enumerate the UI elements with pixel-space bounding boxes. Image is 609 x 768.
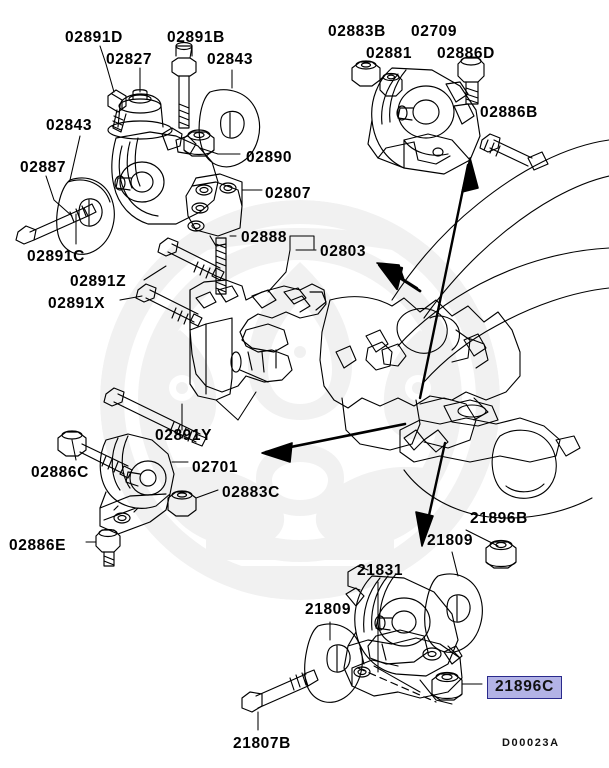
part-label: 02888 — [241, 229, 288, 246]
part-02887-plate — [67, 179, 111, 203]
part-02701-roll-stopper — [99, 433, 175, 535]
part-label: 21809 — [427, 532, 474, 549]
part-21896C-nut — [431, 671, 463, 701]
part-21896B-nut — [485, 539, 517, 569]
part-label: 21809 — [305, 601, 352, 618]
engine-block-illustration — [319, 296, 521, 451]
part-label: 02887 — [20, 159, 67, 176]
part-label: 02803 — [320, 243, 367, 260]
part-02886B-bolt — [479, 133, 549, 171]
part-02709-transmission-mount — [367, 67, 481, 175]
leader-lines — [45, 45, 499, 731]
subframe-crossmember — [399, 399, 581, 499]
part-02891X-bolt — [135, 283, 203, 327]
part-label: 02881 — [366, 45, 413, 62]
part-label: 02701 — [192, 459, 239, 476]
part-label: 21896B — [470, 510, 528, 527]
part-21809-washer-left — [304, 623, 363, 703]
part-02891Y-bolt — [103, 387, 207, 447]
diagram-code: D00023A — [502, 737, 560, 749]
part-label: 02843 — [46, 117, 93, 134]
part-02886E-bolt — [95, 528, 121, 567]
part-label: 02891X — [48, 295, 106, 312]
part-02803-mount-assembly — [189, 279, 327, 401]
part-02827-bushing — [107, 89, 173, 140]
part-label: 21807B — [233, 735, 291, 752]
part-label: 02883B — [328, 23, 386, 40]
part-02886C-bolt — [57, 430, 133, 479]
part-02886D-bolt — [457, 56, 485, 105]
part-02807-bracket — [111, 127, 243, 247]
part-label: 02843 — [207, 51, 254, 68]
part-label: 02807 — [265, 185, 312, 202]
part-label: 02709 — [411, 23, 458, 40]
part-02891Z-bolt — [157, 237, 225, 281]
part-02890-nut — [183, 129, 215, 157]
part-label: 02891Y — [155, 427, 213, 444]
part-02891C-bolt — [15, 203, 97, 245]
arrow-up-right-long — [418, 157, 479, 400]
callout-arrows — [261, 157, 479, 547]
part-02891B-bolt — [171, 41, 197, 129]
vehicle-body-outline — [391, 139, 609, 519]
part-label: 02891C — [27, 248, 85, 265]
arrow-to-engine-lower — [261, 422, 407, 463]
part-label: 02890 — [246, 149, 293, 166]
part-label: 02886D — [437, 45, 495, 62]
part-label: 02883C — [222, 484, 280, 501]
dashed-leader — [357, 667, 437, 703]
part-label: 21831 — [357, 562, 404, 579]
arrow-to-engine-upper — [376, 262, 422, 293]
part-02881-nut — [379, 72, 403, 97]
part-label: 02886C — [31, 464, 89, 481]
mount-bracket-on-engine — [365, 341, 407, 371]
part-label-highlighted[interactable]: 21896C — [487, 676, 563, 699]
part-label: 02886E — [9, 537, 67, 554]
part-label: 02891Z — [70, 273, 127, 290]
part-21809-washer-right — [424, 573, 483, 653]
part-label: 02891B — [167, 29, 225, 46]
part-21831-engine-mount-bracket — [343, 565, 463, 699]
part-label: 02827 — [106, 51, 153, 68]
part-02888-stud — [215, 237, 227, 295]
part-21807B-bolt — [241, 669, 319, 713]
part-02843-washer-left — [56, 177, 115, 255]
arrow-down-to-21831 — [415, 441, 447, 547]
part-02891D-bolt — [107, 89, 127, 133]
part-label: 02891D — [65, 29, 123, 46]
part-02883B-nut — [351, 60, 381, 87]
part-02883C-nut — [167, 490, 197, 517]
part-label: 02886B — [480, 104, 538, 121]
